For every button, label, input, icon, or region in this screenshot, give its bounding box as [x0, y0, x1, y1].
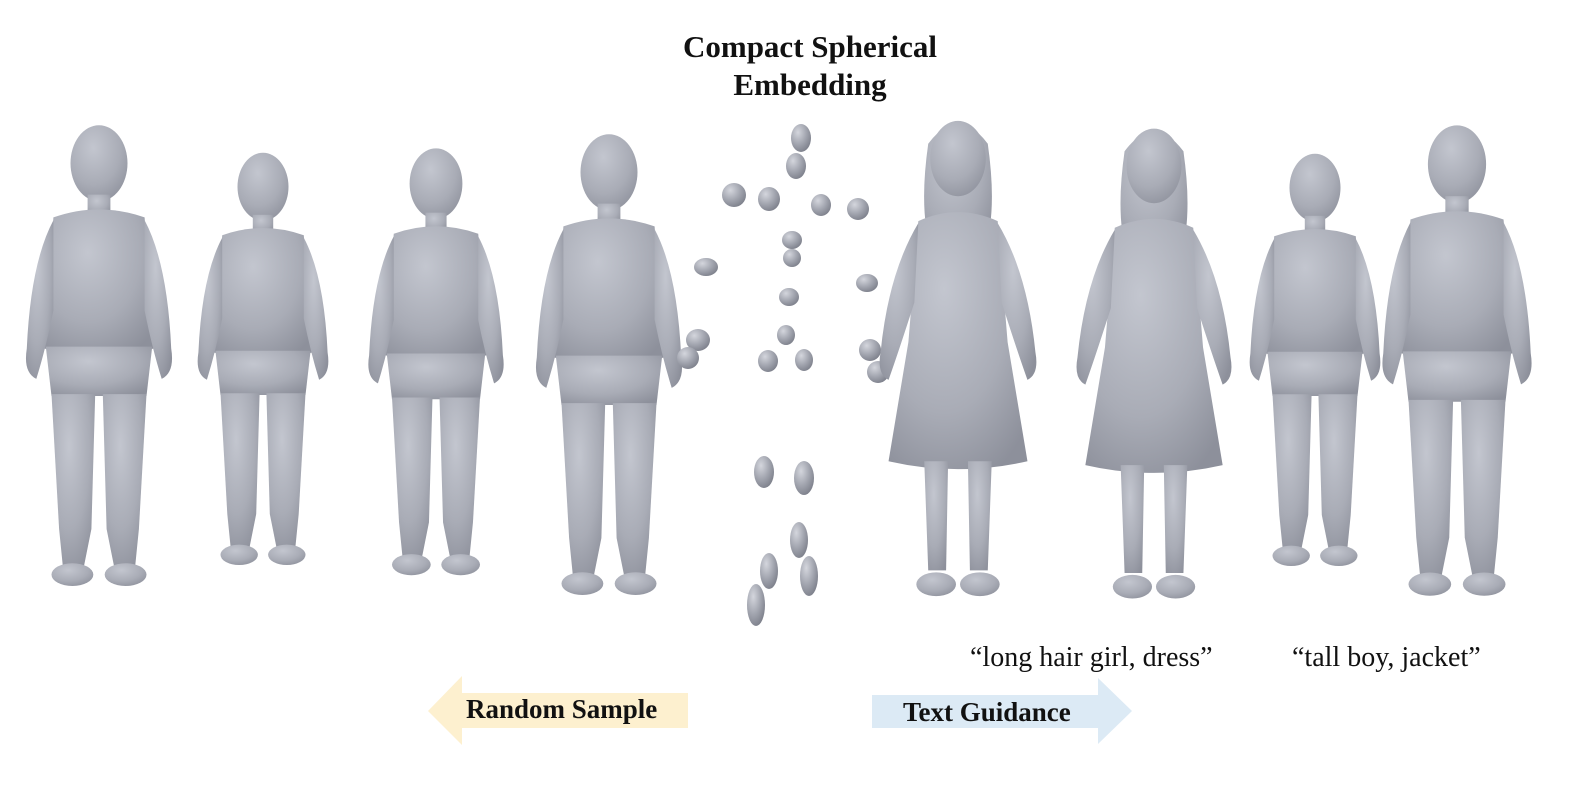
figure-title-line-1: Compact Spherical: [682, 29, 937, 64]
text-guidance-arrow: [872, 678, 1132, 744]
mesh-sweater-front: [535, 134, 683, 595]
blob: [754, 456, 774, 488]
mesh-girl-dress-back: [1076, 128, 1232, 599]
mesh-boy-jacket-back: [1249, 153, 1381, 566]
blob: [782, 231, 802, 249]
blob: [847, 198, 869, 220]
blob: [777, 325, 795, 345]
blob: [677, 347, 699, 369]
blob: [786, 153, 806, 179]
blob: [794, 461, 814, 495]
blob: [791, 124, 811, 152]
mesh-hoodie-front: [25, 125, 173, 586]
blob: [747, 584, 765, 626]
text-guidance-meshes: [879, 120, 1532, 599]
random-sample-arrow: [428, 676, 688, 745]
blob: [694, 258, 718, 276]
blob: [795, 349, 813, 371]
mesh-sweater-back: [368, 148, 504, 576]
blob: [856, 274, 878, 292]
blob: [779, 288, 799, 306]
blob: [760, 553, 778, 589]
blob: [811, 194, 831, 216]
blob: [722, 183, 746, 207]
figure-title-line-2: Embedding: [733, 67, 887, 102]
mesh-boy-jacket-front: [1382, 125, 1532, 596]
blob: [859, 339, 881, 361]
mesh-girl-dress-front: [879, 120, 1037, 597]
mesh-hoodie-back: [197, 152, 329, 565]
spherical-embedding-blobs: [677, 124, 889, 626]
blob: [800, 556, 818, 596]
random-sample-meshes: [25, 125, 683, 595]
blob: [790, 522, 808, 558]
blob: [783, 249, 801, 267]
blob: [758, 187, 780, 211]
blob: [686, 329, 710, 351]
text-guidance-label: Text Guidance: [903, 697, 1071, 727]
blob: [758, 350, 778, 372]
random-sample-label: Random Sample: [466, 694, 658, 724]
caption-girl-dress: “long hair girl, dress”: [970, 642, 1213, 673]
caption-boy-jacket: “tall boy, jacket”: [1292, 642, 1481, 673]
